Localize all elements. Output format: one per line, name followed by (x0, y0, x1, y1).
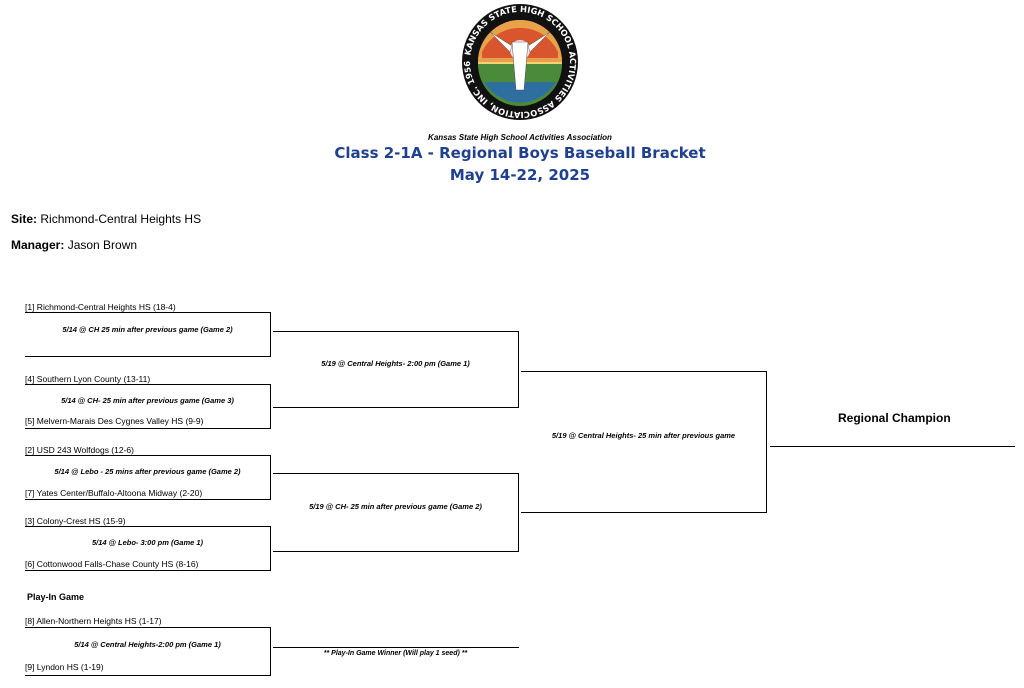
team-seed-8: [8] Allen-Northern Heights HS (1-17) (25, 616, 162, 626)
bracket-line (521, 512, 767, 513)
bracket-line (518, 473, 519, 551)
manager-label: Manager: (11, 238, 65, 252)
site-value: Richmond-Central Heights HS (40, 212, 202, 226)
bracket-line (521, 371, 767, 372)
bracket-line (25, 312, 271, 313)
game-1v8: 5/14 @ CH 25 min after previous game (Ga… (62, 325, 233, 334)
team-seed-4: [4] Southern Lyon County (13-11) (25, 374, 151, 384)
bracket-line (25, 455, 271, 456)
team-seed-7: [7] Yates Center/Buffalo-Altoona Midway … (25, 488, 203, 498)
team-seed-2: [2] USD 243 Wolfdogs (12-6) (25, 445, 134, 455)
game-4v5: 5/14 @ CH- 25 min after previous game (G… (61, 396, 234, 405)
site-line: Site: Richmond-Central Heights HS (11, 212, 201, 226)
final-game: 5/19 @ Central Heights- 25 min after pre… (551, 431, 736, 440)
page-title: Class 2-1A - Regional Boys Baseball Brac… (334, 144, 706, 162)
manager-line: Manager: Jason Brown (11, 238, 137, 252)
site-label: Site: (11, 212, 38, 226)
champion-line (770, 446, 1015, 447)
bracket-line (273, 331, 519, 332)
bracket-line (270, 627, 271, 675)
bracket-line (273, 473, 519, 474)
bracket-line (25, 356, 271, 357)
bracket-line (270, 312, 271, 356)
play-in-heading: Play-In Game (27, 592, 85, 602)
bracket-line (273, 551, 519, 552)
team-seed-1: [1] Richmond-Central Heights HS (18-4) (25, 302, 176, 312)
page-dates: May 14-22, 2025 (449, 166, 591, 184)
semifinal-bottom-game: 5/19 @ CH- 25 min after previous game (G… (309, 502, 482, 511)
game-3v6: 5/14 @ Lebo- 3:00 pm (Game 1) (91, 538, 204, 547)
regional-champion-label: Regional Champion (838, 411, 951, 425)
bracket-line (273, 407, 519, 408)
bracket-line (766, 371, 767, 512)
bracket-line (25, 675, 271, 676)
bracket-line (25, 499, 271, 500)
bracket-line (25, 384, 271, 385)
play-in-game: 5/14 @ Central Heights-2:00 pm (Game 1) (74, 640, 221, 649)
semifinal-top-game: 5/19 @ Central Heights- 2:00 pm (Game 1) (321, 359, 470, 368)
bracket-line (25, 526, 271, 527)
bracket-line (25, 428, 271, 429)
team-seed-5: [5] Melvern-Marais Des Cygnes Valley HS … (25, 416, 204, 426)
bracket-line (270, 455, 271, 499)
manager-value: Jason Brown (67, 238, 138, 252)
bracket-line (270, 526, 271, 570)
bracket-line (270, 384, 271, 428)
bracket-line (518, 331, 519, 407)
team-seed-9: [9] Lyndon HS (1-19) (25, 662, 104, 672)
game-2v7: 5/14 @ Lebo - 25 mins after previous gam… (54, 467, 241, 476)
organization-name: Kansas State High School Activities Asso… (428, 133, 612, 142)
team-seed-3: [3] Colony-Crest HS (15-9) (25, 516, 126, 526)
bracket-line (25, 627, 271, 628)
bracket-line (25, 570, 271, 571)
team-seed-6: [6] Cottonwood Falls-Chase County HS (8-… (25, 559, 199, 569)
play-in-note: ** Play-In Game Winner (Will play 1 seed… (323, 650, 468, 657)
bracket-line (273, 647, 519, 648)
khsaa-logo: KANSAS STATE HIGH SCHOOL ACTIVITIES ASSO… (462, 4, 578, 120)
